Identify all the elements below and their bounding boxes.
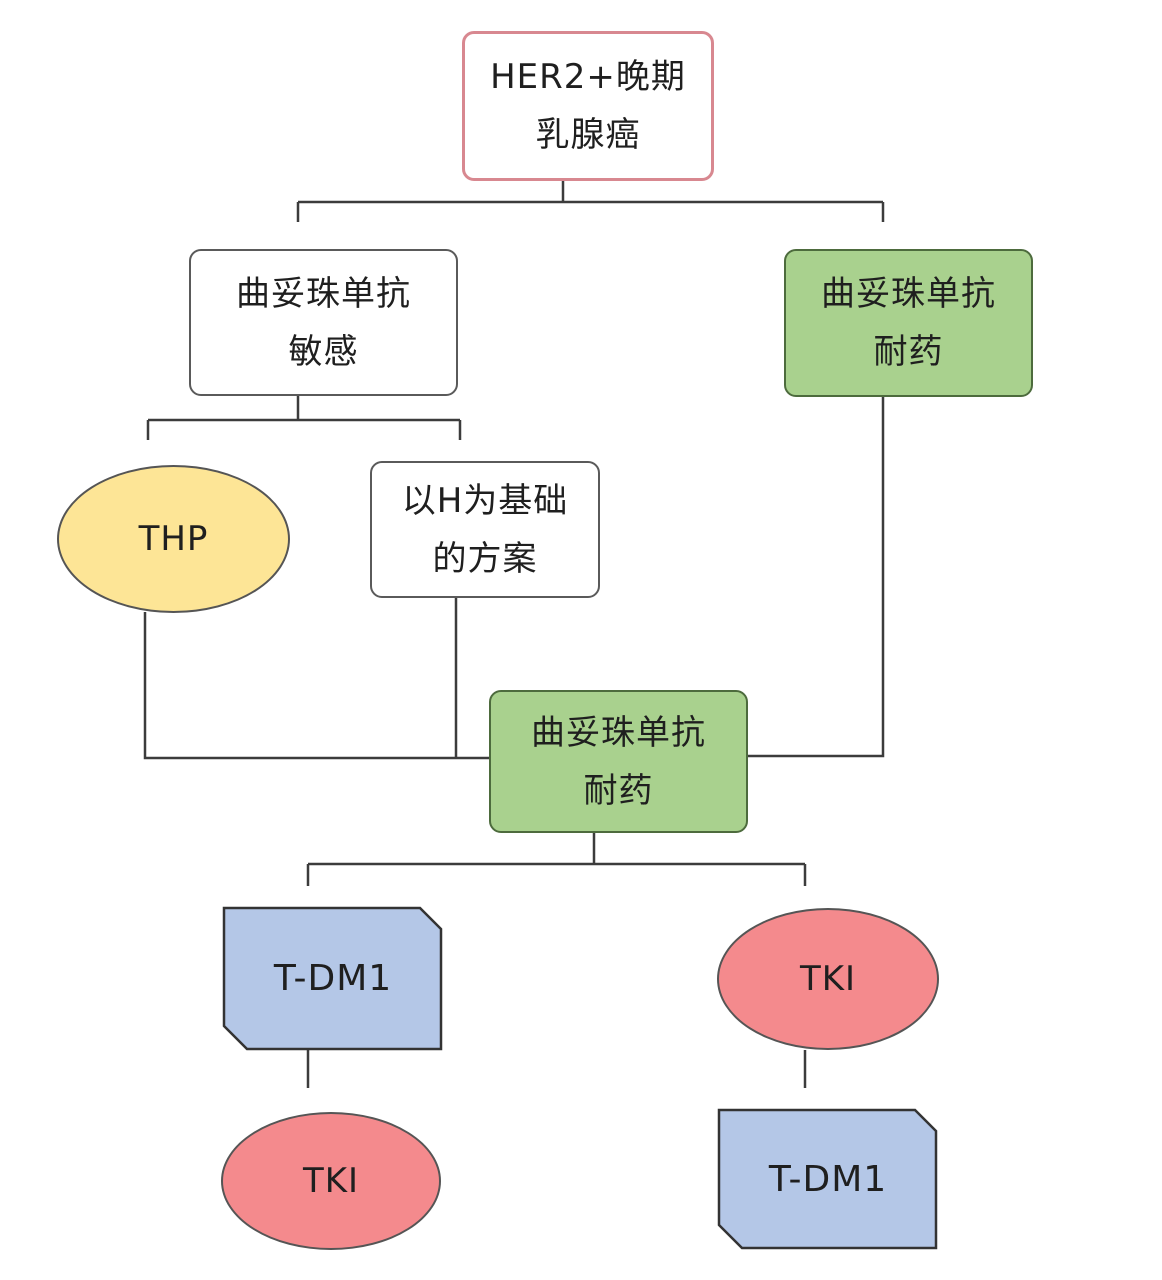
thp-label: THP — [138, 519, 209, 559]
thp-node: THP — [57, 465, 290, 613]
sensitive-node-line2: 敏感 — [288, 331, 359, 372]
connector-sensitive-split — [146, 396, 462, 440]
h-based-line2: 的方案 — [432, 538, 538, 579]
connector-resistant-merge — [748, 397, 885, 758]
h-based-regimen-node: 以H为基础 的方案 — [370, 461, 600, 598]
tdm1-right-label: T-DM1 — [768, 1158, 888, 1200]
tki-right-node: TKI — [717, 908, 939, 1050]
connector-mid-split — [306, 832, 807, 886]
tki-left-label: TKI — [302, 1161, 360, 1201]
resistant-mid-line2: 耐药 — [583, 770, 654, 811]
tki-left-node: TKI — [221, 1112, 441, 1250]
root-node-line1: HER2+晚期 — [490, 57, 686, 97]
resistant-top-line1: 曲妥珠单抗 — [821, 274, 996, 314]
tdm1-right-shape — [717, 1108, 938, 1250]
tdm1-left-shape — [222, 906, 443, 1051]
sensitive-node-line1: 曲妥珠单抗 — [236, 273, 411, 314]
tdm1-right-node: T-DM1 — [717, 1108, 939, 1250]
tdm1-left-label: T-DM1 — [273, 958, 393, 999]
resistant-mid-line1: 曲妥珠单抗 — [531, 712, 706, 753]
h-based-line1: 以H为基础 — [401, 480, 569, 521]
tki-right-label: TKI — [799, 959, 857, 999]
connector-root-split — [296, 180, 885, 222]
resistant-top-line2: 耐药 — [873, 332, 944, 372]
trastuzumab-resistant-top-node: 曲妥珠单抗 耐药 — [784, 249, 1033, 397]
connector-thp-merge — [143, 612, 490, 760]
root-node-line2: 乳腺癌 — [535, 115, 641, 155]
tdm1-left-node: T-DM1 — [222, 906, 444, 1051]
root-node: HER2+晚期 乳腺癌 — [462, 31, 714, 181]
trastuzumab-resistant-mid-node: 曲妥珠单抗 耐药 — [489, 690, 748, 833]
trastuzumab-sensitive-node: 曲妥珠单抗 敏感 — [189, 249, 458, 396]
